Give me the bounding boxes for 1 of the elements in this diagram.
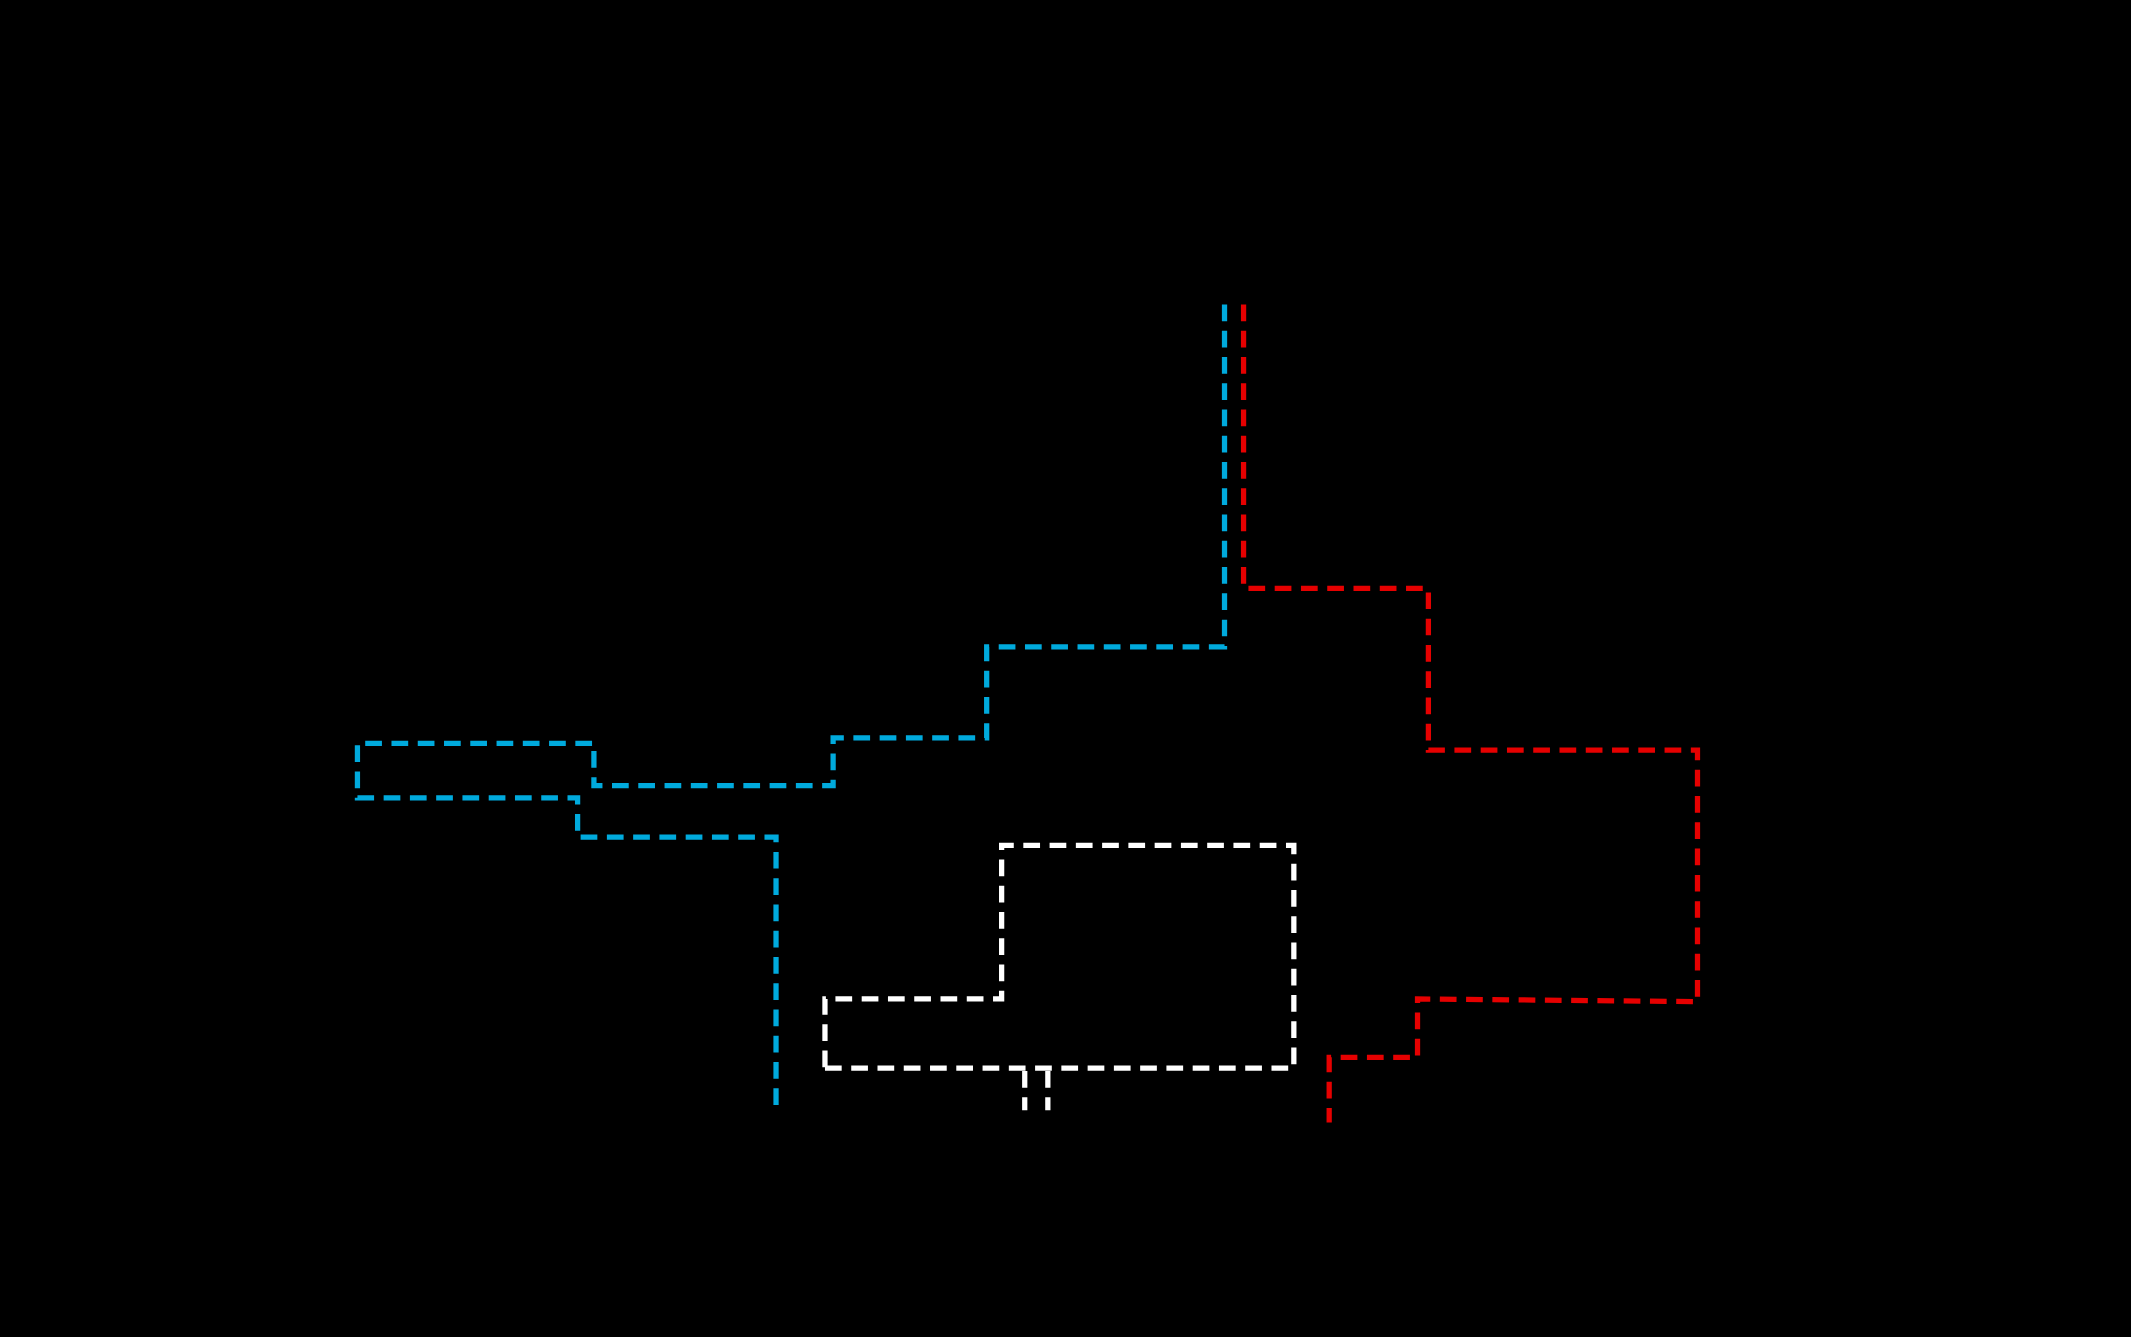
dashed-outline-drawing <box>822 842 1297 1113</box>
